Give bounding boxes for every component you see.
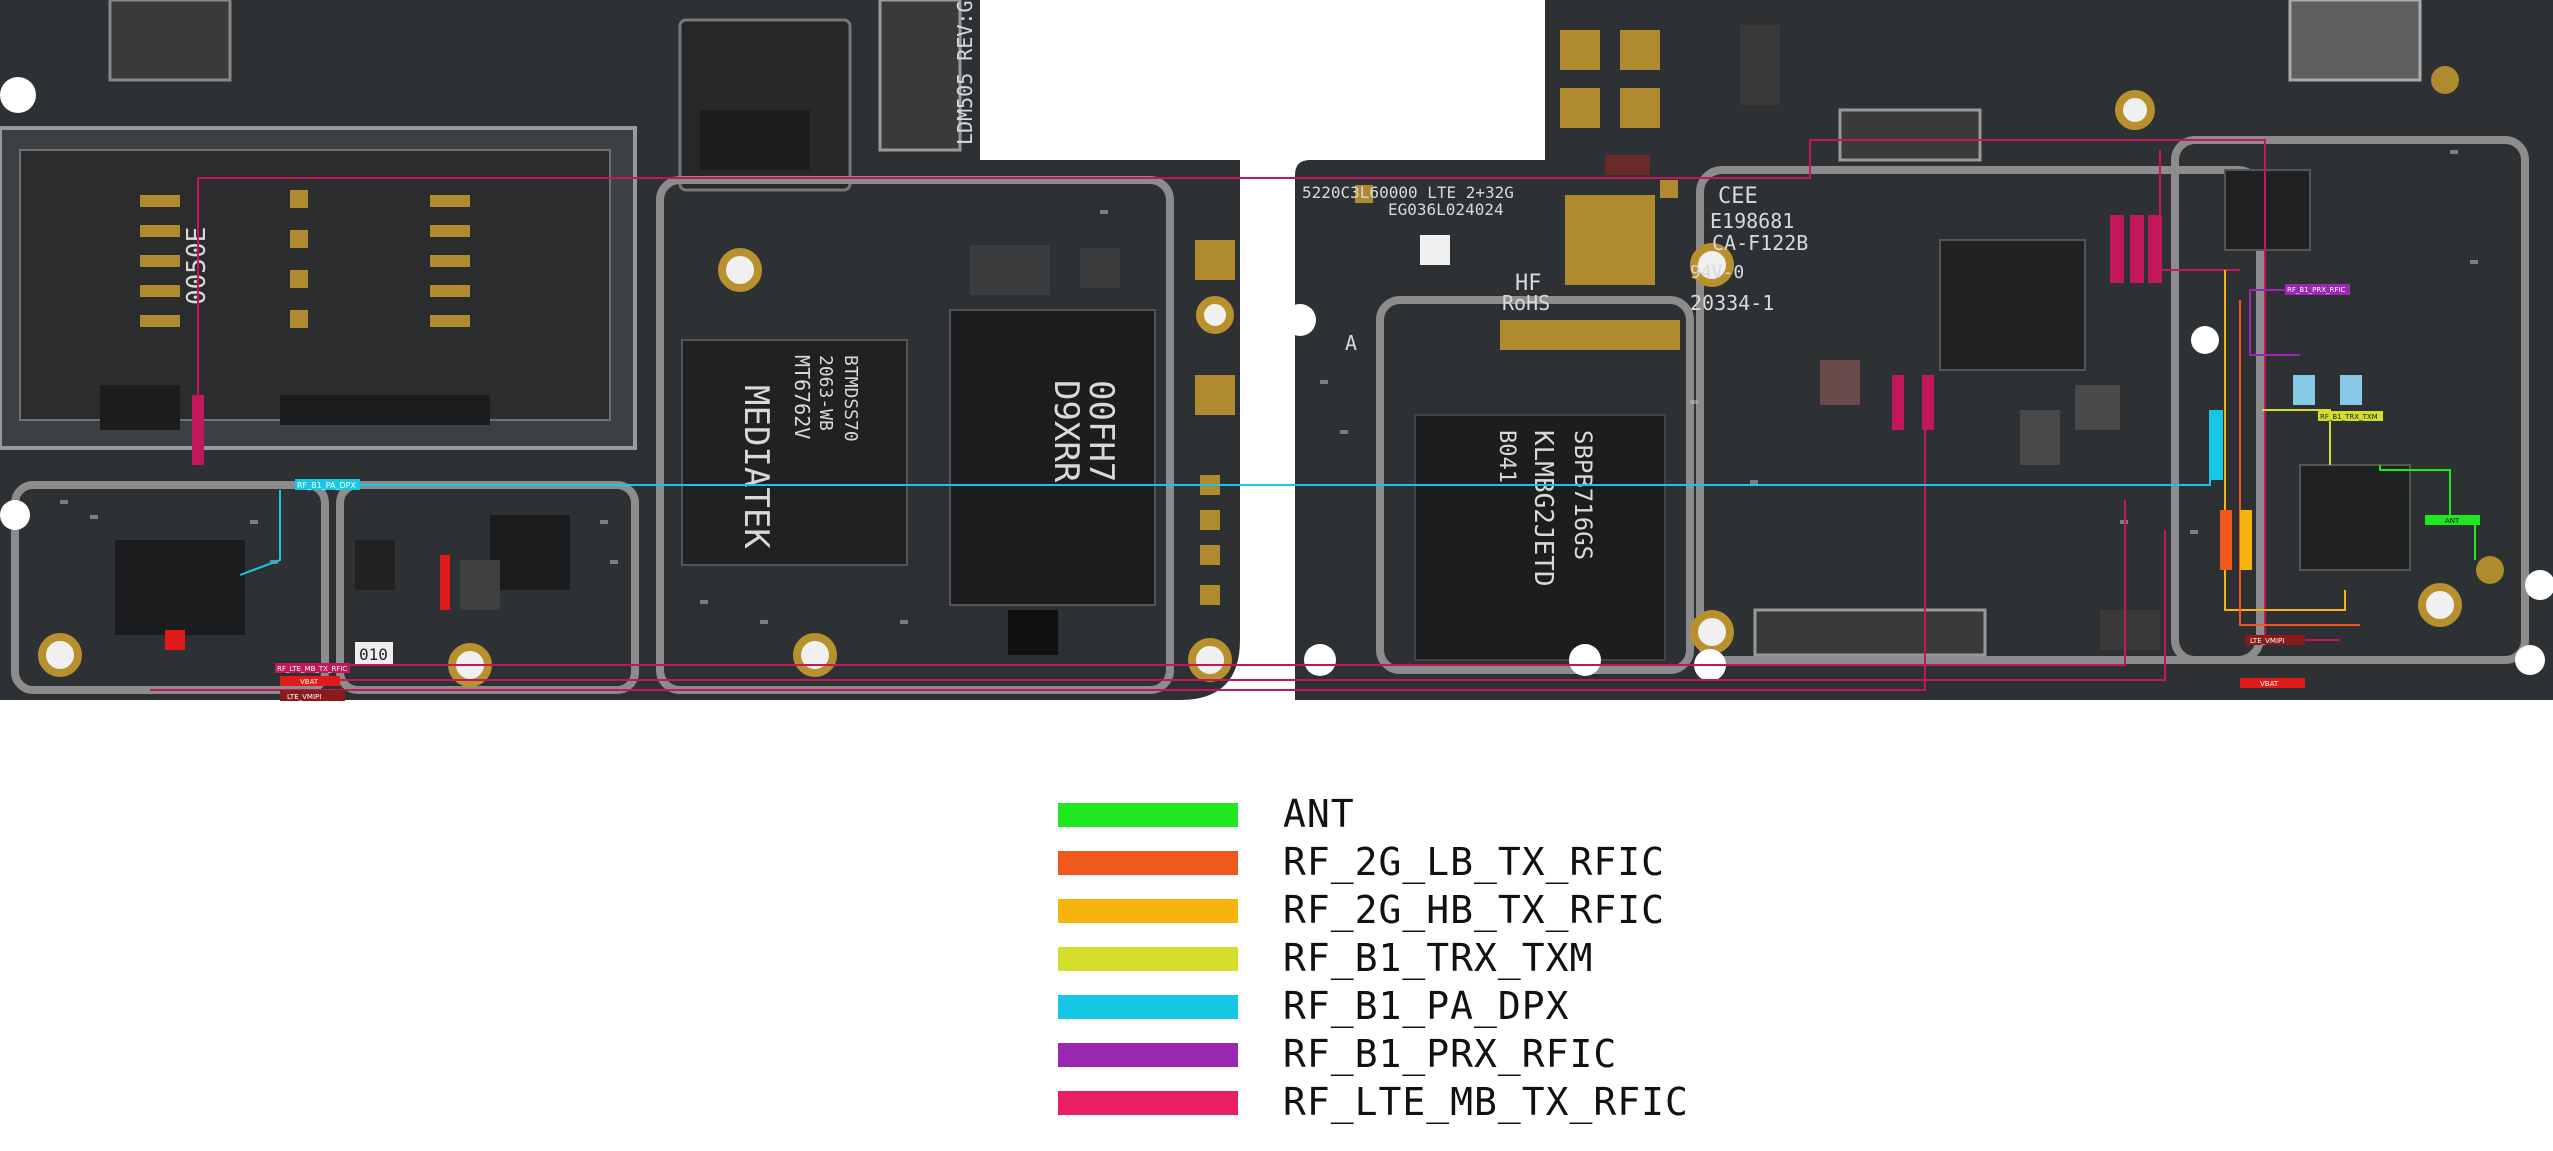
left-rev-silk: LDM505 REV:G1-7 [953,0,977,145]
legend-label: RF_2G_HB_TX_RFIC [1283,888,1666,932]
soc-brand: MEDIATEK [736,385,776,549]
pcb-code-silk: 5220C3L60000 LTE 2+32G [1302,183,1514,202]
emmc-line3: B041 [1494,430,1519,483]
legend-swatch [1058,899,1238,923]
emmc-line1: KLMBG2JETD [1528,430,1558,587]
legend-label: RF_B1_PA_DPX [1283,984,1570,1028]
tag-lte-vmipi-left: LTE_VMIPI [287,693,321,701]
tag-lte-mb-tx: RF_LTE_MB_TX_RFIC [277,665,347,673]
rohs-silk: RoHS [1502,291,1550,315]
cert-mark-silk: CEE [1718,184,1758,209]
right-board: 5220C3L60000 LTE 2+32G EG036L024024 HF R… [1284,0,2553,700]
legend-swatch [1058,947,1238,971]
chip-label-silk: 010 [359,645,388,664]
legend-swatch [1058,1091,1238,1115]
rf-trace-overlay: RF_B1_PA_DPX RF_LTE_MB_TX_RFIC VBAT LTE_… [150,139,2480,701]
tag-b1-trx-txm: RF_B1_TRX_TXM [2320,413,2378,421]
soc-line2: BTMDSS70 [840,355,861,442]
legend-label: RF_B1_TRX_TXM [1283,936,1594,980]
legend-label: RF_B1_PRX_RFIC [1283,1032,1618,1076]
tag-lte-vmipi-right: LTE_VMIPI [2250,637,2284,645]
legend-swatch [1058,995,1238,1019]
legend-label: RF_2G_LB_TX_RFIC [1283,840,1666,884]
legend-swatch [1058,851,1238,875]
pcb-code2-silk: EG036L024024 [1388,200,1504,219]
ram-line2: D9XRR [1046,380,1086,483]
tag-b1-pa-dpx: RF_B1_PA_DPX [297,481,357,490]
marker-a-silk: A [1345,331,1357,355]
cert1-silk: E198681 [1710,209,1794,233]
tag-vbat-left: VBAT [300,678,319,686]
legend-label: ANT [1283,792,1355,836]
emmc-line2: SBPB716GS [1569,430,1597,560]
rating-silk: 94V-0 [1690,262,1744,283]
legend-swatch [1058,1043,1238,1067]
date-silk: 20334-1 [1690,291,1774,315]
tag-ant: ANT [2445,517,2460,525]
left-board: LDM505 REV:G1-7 0050E 010 MEDIATEK MT676… [0,0,1240,700]
tag-b1-prx: RF_B1_PRX_RFIC [2287,286,2345,294]
cert2-silk: CA-F122B [1712,231,1808,255]
tag-vbat-right: VBAT [2260,680,2279,688]
hf-silk: HF [1515,271,1542,296]
ram-line1: 00FH7 [1081,380,1121,482]
soc-model: MT6762V [790,355,814,439]
legend-label: RF_LTE_MB_TX_RFIC [1283,1080,1689,1124]
pcb-board-photo: LDM505 REV:G1-7 0050E 010 MEDIATEK MT676… [0,0,2553,701]
soc-line1: 2063-WB [815,355,836,431]
legend-swatch [1058,803,1238,827]
